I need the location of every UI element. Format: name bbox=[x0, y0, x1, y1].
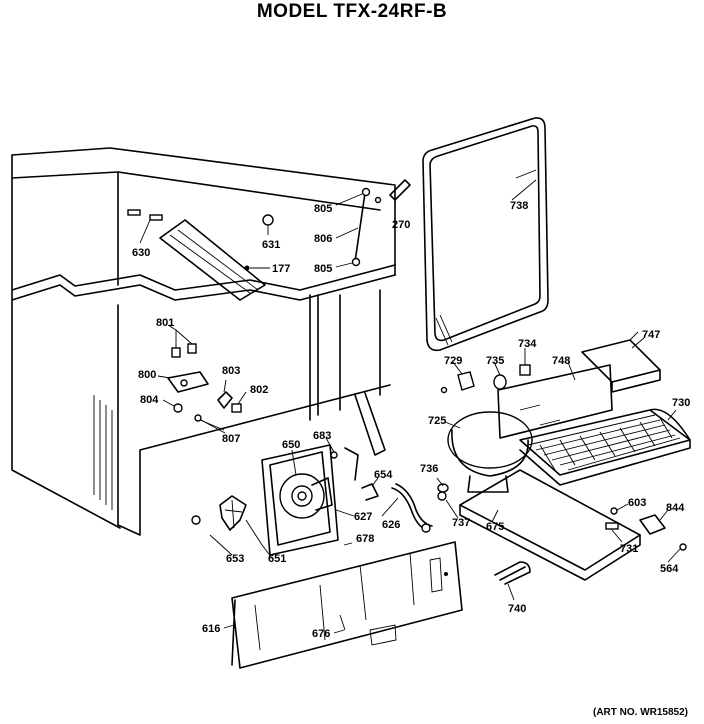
part-label-676: 676 bbox=[312, 628, 330, 640]
part-label-803: 803 bbox=[222, 365, 240, 377]
part-label-805-top: 805 bbox=[314, 203, 332, 215]
part-label-806: 806 bbox=[314, 233, 332, 245]
part-label-678: 678 bbox=[356, 533, 374, 545]
part-label-616: 616 bbox=[202, 623, 220, 635]
part-label-804: 804 bbox=[140, 394, 159, 406]
part-label-564: 564 bbox=[660, 563, 679, 575]
part-label-737: 737 bbox=[452, 517, 470, 529]
part-label-177: 177 bbox=[272, 263, 290, 275]
part-label-651: 651 bbox=[268, 553, 286, 565]
part-label-630: 630 bbox=[132, 247, 150, 259]
part-label-729: 729 bbox=[444, 355, 462, 367]
heater-drawing bbox=[391, 483, 433, 533]
part-label-270: 270 bbox=[392, 219, 410, 231]
part-label-807: 807 bbox=[222, 433, 240, 445]
part-label-654: 654 bbox=[374, 469, 393, 481]
part-label-747: 747 bbox=[642, 329, 660, 341]
part-label-653: 653 bbox=[226, 553, 244, 565]
part-label-736: 736 bbox=[420, 463, 438, 475]
art-number: (ART NO. WR15852) bbox=[592, 707, 688, 718]
part-label-626: 626 bbox=[382, 519, 400, 531]
part-label-627: 627 bbox=[354, 511, 372, 523]
part-label-800: 800 bbox=[138, 369, 156, 381]
part-label-802: 802 bbox=[250, 384, 268, 396]
compressor-assembly-drawing bbox=[437, 331, 691, 585]
cabinet-drawing bbox=[11, 147, 411, 536]
part-label-725: 725 bbox=[428, 415, 446, 427]
part-label-730: 730 bbox=[672, 397, 690, 409]
part-label-805-bottom: 805 bbox=[314, 263, 332, 275]
part-label-801: 801 bbox=[156, 317, 174, 329]
back-panel-drawing bbox=[231, 541, 463, 669]
part-label-740: 740 bbox=[508, 603, 526, 615]
part-label-748: 748 bbox=[552, 355, 570, 367]
control-parts-drawing bbox=[157, 329, 242, 434]
gasket-drawing bbox=[422, 117, 549, 352]
part-label-650: 650 bbox=[282, 439, 300, 451]
part-label-683: 683 bbox=[313, 430, 331, 442]
part-label-731: 731 bbox=[620, 543, 638, 555]
part-label-738: 738 bbox=[510, 200, 528, 212]
leader-lines bbox=[139, 179, 681, 634]
fan-assembly-drawing bbox=[191, 444, 379, 556]
part-label-603: 603 bbox=[628, 497, 646, 509]
part-label-675: 675 bbox=[486, 521, 504, 533]
diagram-title: MODEL TFX-24RF-B bbox=[256, 1, 448, 22]
part-label-735: 735 bbox=[486, 355, 504, 367]
part-label-734: 734 bbox=[518, 338, 537, 350]
part-label-844: 844 bbox=[666, 502, 685, 514]
part-label-631: 631 bbox=[262, 239, 280, 251]
